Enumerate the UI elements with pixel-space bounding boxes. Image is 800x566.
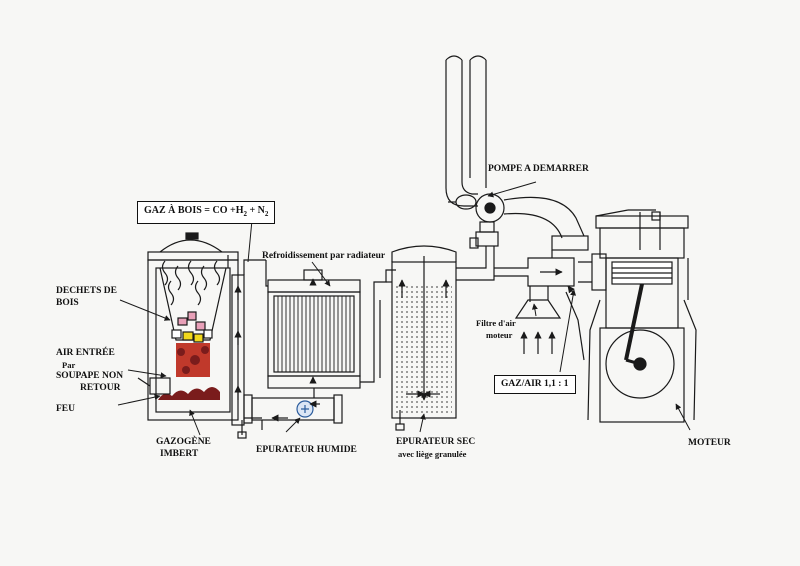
- n2-subscript: 2: [264, 210, 269, 218]
- gaz-air-ratio-label: GAZ/AIR 1,1 : 1: [494, 375, 576, 394]
- moteur: [587, 209, 697, 423]
- filtre-label-line1: Filtre d'air: [476, 318, 516, 328]
- radiateur: [265, 260, 396, 389]
- gazogene-label-line2: IMBERT: [160, 449, 199, 459]
- gazogene-imbert: [137, 232, 266, 439]
- moteur-label: MOTEUR: [688, 438, 731, 448]
- epurateur-sec: [386, 245, 457, 431]
- pompe-label: POMPE A DEMARRER: [488, 164, 589, 174]
- epurateur-sec-label-line1: EPURATEUR SEC: [396, 437, 476, 447]
- soupape-label-line1: SOUPAPE NON: [56, 371, 124, 381]
- dechets-label-line1: DECHETS DE: [56, 286, 117, 296]
- gas-formula-middle: + N: [246, 205, 265, 216]
- h2-subscript: 2: [243, 210, 247, 218]
- air-entree-label: AIR ENTRÉE: [56, 348, 115, 358]
- par-label: Par: [62, 360, 76, 370]
- piping-and-pompe: [445, 55, 607, 361]
- gazogene-label-line1: GAZOGÈNE: [156, 437, 211, 447]
- gas-formula-prefix: GAZ À BOIS = CO +H: [144, 205, 244, 216]
- epurateur-humide: [243, 388, 343, 430]
- refroidissement-label: Refroidissement par radiateur: [262, 251, 386, 261]
- epurateur-sec-label-line2: avec liège granulée: [398, 449, 467, 459]
- feu-label: FEU: [56, 404, 75, 414]
- flywheel-icon: [605, 329, 675, 399]
- gas-formula-label: GAZ À BOIS = CO +H2 + N2: [137, 201, 276, 224]
- soupape-label-line2: RETOUR: [80, 383, 121, 393]
- filtre-label-line2: moteur: [486, 330, 513, 340]
- dechets-label-line2: BOIS: [56, 298, 79, 308]
- epurateur-humide-label: EPURATEUR HUMIDE: [256, 445, 357, 455]
